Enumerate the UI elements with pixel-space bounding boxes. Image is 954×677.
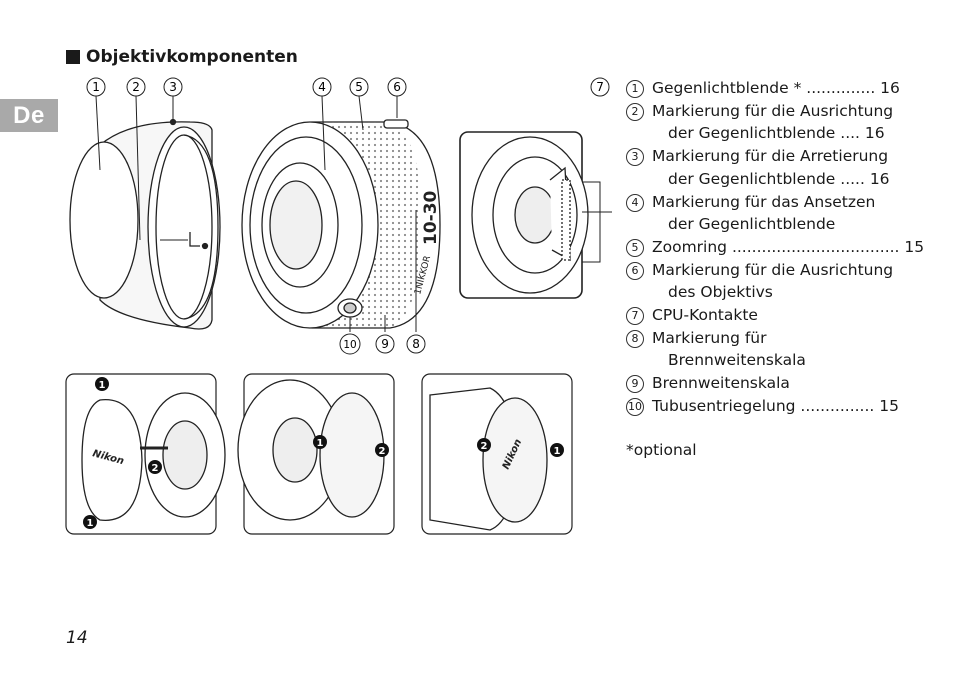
legend-item-2-cont: der Gegenlichtblende .... 16	[668, 124, 885, 143]
lens-body: 10-30 1NIKKOR	[241, 95, 441, 332]
section-title: Objektivkomponenten	[66, 47, 298, 67]
lens-mount-inset	[459, 131, 612, 299]
callout-4: 4	[318, 80, 326, 94]
step-1-marker-rear: 1	[317, 438, 324, 449]
legend-item-4-cont: der Gegenlichtblende	[668, 215, 836, 234]
callout-7: 7	[596, 80, 604, 94]
lens-components-figure: 1 2 3 4 5 6 7 10-	[65, 77, 612, 535]
page-number: 14	[66, 628, 88, 648]
section-bullet-icon	[66, 50, 80, 64]
callout-3: 3	[169, 80, 177, 94]
hood-cap-panel: Nikon 1 1 2	[65, 373, 226, 535]
callout-8: 8	[412, 337, 420, 351]
legend-item-6-cont: des Objektivs	[668, 283, 773, 302]
step-2-marker-rear: 2	[379, 446, 386, 457]
step-1-marker-front: 1	[554, 446, 561, 457]
step-1-marker-a: 1	[99, 380, 106, 391]
legend-item-3-cont: der Gegenlichtblende ..... 16	[668, 169, 890, 188]
front-cap-panel: Nikon 2 1	[421, 373, 573, 535]
legend-item-8-cont: Brennweitenskala	[668, 351, 806, 370]
step-1-marker-b: 1	[87, 518, 94, 529]
lens-hood	[69, 95, 221, 330]
zoom-scale-label: 10-30	[421, 190, 441, 245]
footnote: *optional	[626, 441, 697, 459]
callout-1: 1	[92, 80, 100, 94]
top-callouts: 1 2 3 4 5 6 7	[86, 77, 610, 97]
callout-9: 9	[381, 337, 389, 351]
section-title-text: Objektivkomponenten	[86, 47, 298, 67]
bottom-callouts: 10 9 8	[339, 333, 426, 355]
language-tab: De	[0, 99, 58, 132]
callout-2: 2	[132, 80, 140, 94]
step-2-marker: 2	[152, 463, 159, 474]
step-2-marker-front: 2	[481, 441, 488, 452]
rear-cap-panel: 1 2	[237, 373, 395, 535]
callout-10: 10	[343, 339, 356, 351]
callout-6: 6	[393, 80, 401, 94]
callout-5: 5	[355, 80, 363, 94]
